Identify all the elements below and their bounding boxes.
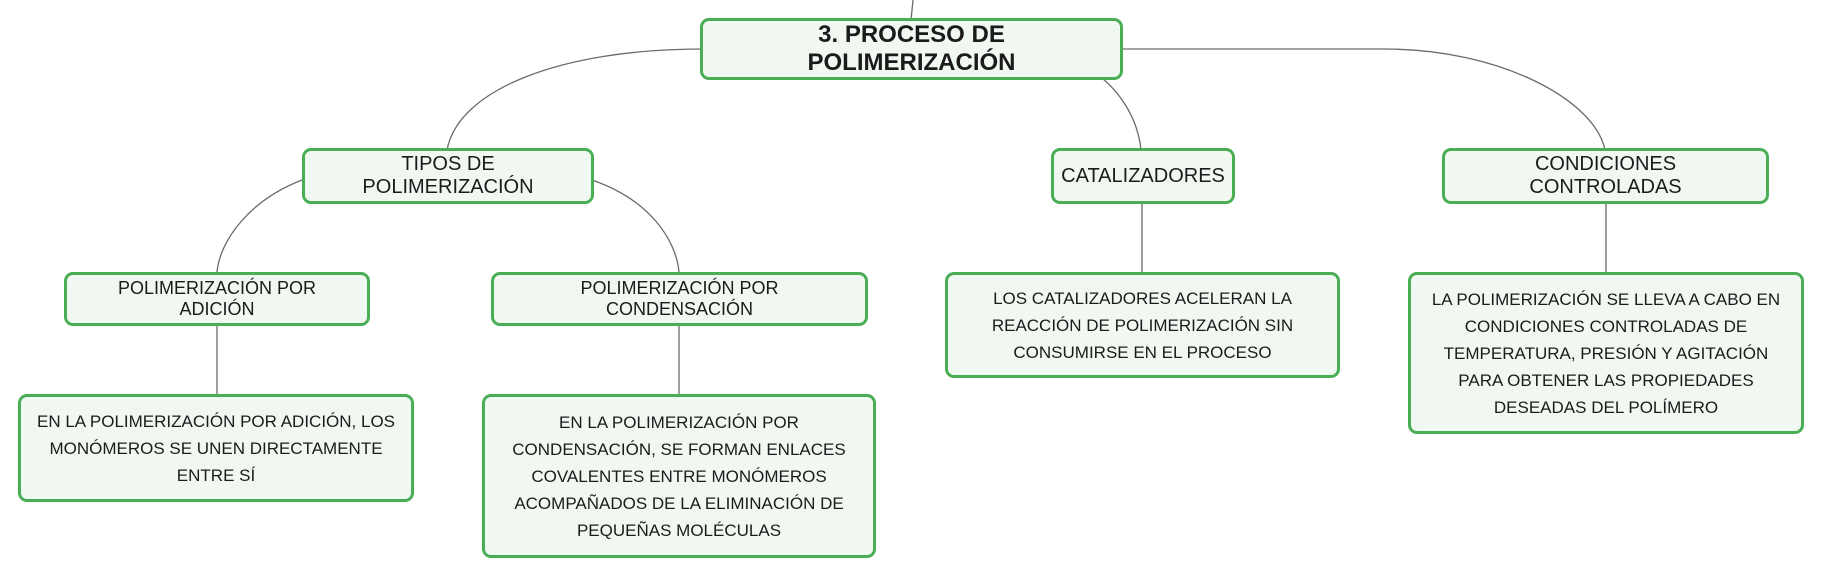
node-adicion-desc[interactable]: EN LA POLIMERIZACIÓN POR ADICIÓN, LOS MO… — [18, 394, 414, 502]
connector-types-addition — [216, 179, 303, 273]
connector-root-catalysts — [1101, 77, 1142, 151]
node-polimerizacion-adicion-label: POLIMERIZACIÓN POR ADICIÓN — [117, 278, 317, 319]
node-root[interactable]: 3. PROCESO DE POLIMERIZACIÓN — [700, 18, 1123, 80]
node-polimerizacion-adicion[interactable]: POLIMERIZACIÓN POR ADICIÓN — [64, 272, 370, 326]
connector-root-types — [446, 48, 703, 151]
node-tipos-polimerizacion[interactable]: TIPOS DE POLIMERIZACIÓN — [302, 148, 594, 204]
connector-types-condensation — [591, 179, 680, 273]
node-condensacion-desc-text: EN LA POLIMERIZACIÓN POR CONDENSACIÓN, S… — [512, 412, 846, 540]
node-adicion-desc-text: EN LA POLIMERIZACIÓN POR ADICIÓN, LOS MO… — [36, 411, 396, 485]
node-catalizadores-label: CATALIZADORES — [1061, 164, 1225, 187]
node-catalizadores[interactable]: CATALIZADORES — [1051, 148, 1235, 204]
node-polimerizacion-condensacion-label: POLIMERIZACIÓN POR CONDENSACIÓN — [580, 278, 779, 319]
node-polimerizacion-condensacion[interactable]: POLIMERIZACIÓN POR CONDENSACIÓN — [491, 272, 868, 326]
node-condiciones-controladas-label: CONDICIONES CONTROLADAS — [1529, 153, 1682, 198]
node-condiciones-desc[interactable]: LA POLIMERIZACIÓN SE LLEVA A CABO EN CON… — [1408, 272, 1804, 434]
node-condensacion-desc[interactable]: EN LA POLIMERIZACIÓN POR CONDENSACIÓN, S… — [482, 394, 876, 558]
connector-root-parent — [910, 0, 914, 21]
node-catalizadores-desc-text: LOS CATALIZADORES ACELERAN LA REACCIÓN D… — [991, 288, 1294, 362]
node-tipos-polimerizacion-label: TIPOS DE POLIMERIZACIÓN — [362, 153, 534, 198]
connector-root-conditions — [1121, 48, 1606, 151]
node-catalizadores-desc[interactable]: LOS CATALIZADORES ACELERAN LA REACCIÓN D… — [945, 272, 1340, 378]
node-condiciones-desc-text: LA POLIMERIZACIÓN SE LLEVA A CABO EN CON… — [1431, 289, 1781, 417]
node-condiciones-controladas[interactable]: CONDICIONES CONTROLADAS — [1442, 148, 1769, 204]
node-root-label: 3. PROCESO DE POLIMERIZACIÓN — [807, 21, 1016, 76]
